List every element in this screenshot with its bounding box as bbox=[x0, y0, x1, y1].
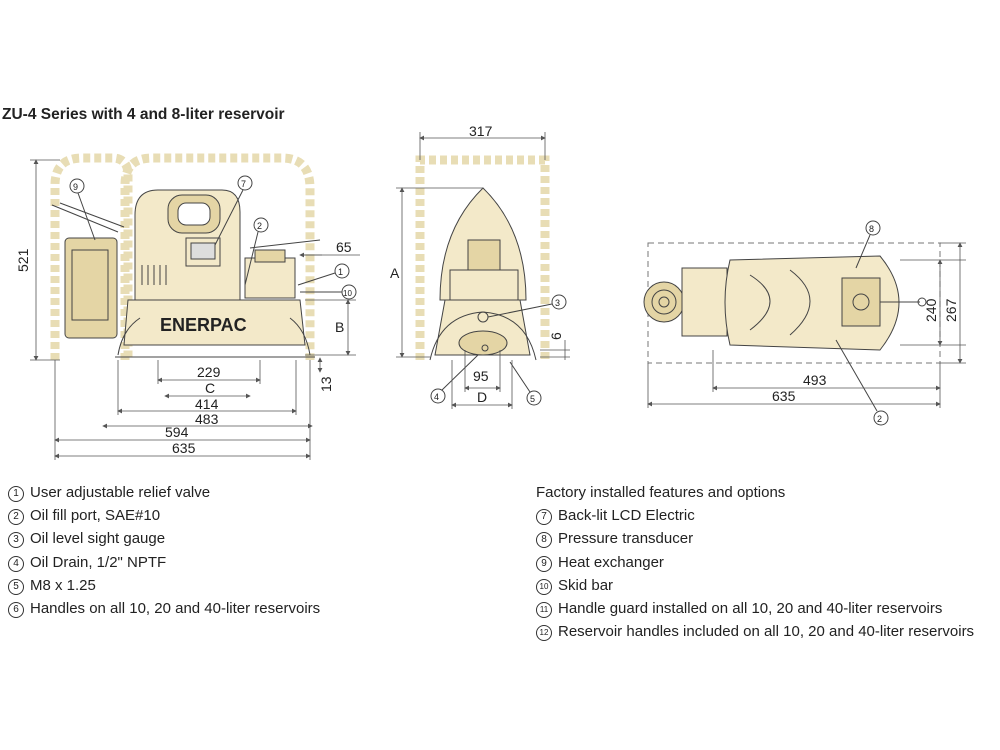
legend-number: 1 bbox=[8, 486, 24, 502]
valve-top bbox=[841, 277, 881, 327]
valve-front bbox=[449, 269, 519, 303]
motor-top bbox=[681, 267, 728, 337]
legend-text: Back-lit LCD Electric bbox=[558, 507, 695, 525]
svg-text:5: 5 bbox=[530, 394, 535, 404]
legend-text: Heat exchanger bbox=[558, 553, 664, 571]
svg-text:4: 4 bbox=[434, 392, 439, 402]
valve-block bbox=[244, 257, 296, 299]
legend-text: User adjustable relief valve bbox=[30, 484, 211, 501]
legend-item: 6 Handles on all 10, 20 and 40-liter rese… bbox=[8, 597, 320, 620]
legend-item: 2 Oil fill port, SAE#10 bbox=[8, 504, 320, 527]
dim-C: C bbox=[205, 380, 215, 396]
dim-635: 635 bbox=[172, 440, 196, 456]
legend-number: 11 bbox=[536, 602, 552, 619]
legend-standard-features: 1 User adjustable relief valve 2 Oil fill … bbox=[8, 481, 320, 620]
legend-item: 7 Back-lit LCD Electric bbox=[536, 504, 974, 527]
side-callouts: 9 7 2 1 10 bbox=[69, 175, 357, 300]
legend-factory-options: Factory installed features and options 7… bbox=[536, 481, 974, 643]
legend-number: 3 bbox=[8, 532, 24, 549]
legend-item: 4 Oil Drain, 1/2" NPTF bbox=[8, 551, 320, 574]
heat-exchanger bbox=[64, 237, 118, 339]
legend-heading: Factory installed features and options bbox=[536, 484, 786, 501]
pump-dimension-drawing: ENERPAC 9 7 2 1 10 521 65 B 1 bbox=[15, 123, 966, 460]
dim-483: 483 bbox=[195, 411, 219, 427]
legend-text: Oil level sight gauge bbox=[30, 530, 166, 548]
page-title: ZU-4 Series with 4 and 8-liter reservoir bbox=[2, 106, 285, 123]
svg-text:7: 7 bbox=[241, 179, 246, 189]
handle-outline-front bbox=[415, 155, 550, 360]
front-view: 3 4 5 317 A 6 95 D bbox=[390, 123, 570, 409]
legend-item: 8 Pressure transducer bbox=[536, 527, 974, 550]
heat-exchanger-top bbox=[643, 281, 685, 323]
dim-521: 521 bbox=[15, 248, 31, 272]
legend-number: 12 bbox=[536, 625, 552, 642]
dim-B: B bbox=[335, 319, 344, 335]
legend-item: 9 Heat exchanger bbox=[536, 551, 974, 574]
legend-text: Reservoir handles included on all 10, 20… bbox=[558, 623, 975, 641]
dim-493: 493 bbox=[803, 372, 827, 388]
legend-number: 4 bbox=[8, 555, 24, 572]
dim-6: 6 bbox=[548, 332, 564, 340]
dim-95: 95 bbox=[473, 368, 489, 384]
legend-number: 5 bbox=[8, 578, 24, 595]
legend-number: 7 bbox=[536, 509, 552, 526]
legend-text: Handles on all 10, 20 and 40-liter reser… bbox=[30, 600, 321, 618]
legend-item: 11 Handle guard installed on all 10, 20 a… bbox=[536, 597, 974, 620]
brand-logo: ENERPAC bbox=[160, 315, 247, 335]
reservoir-front bbox=[458, 330, 508, 356]
side-view: ENERPAC 9 7 2 1 10 521 65 B 1 bbox=[15, 153, 360, 460]
top-view: 8 2 240 267 493 635 bbox=[643, 220, 966, 426]
legend-text: Oil Drain, 1/2" NPTF bbox=[30, 553, 167, 571]
dim-635-top: 635 bbox=[772, 388, 796, 404]
dim-A: A bbox=[390, 265, 400, 281]
svg-text:3: 3 bbox=[555, 298, 560, 308]
legend-item: 12 Reservoir handles included on all 10, … bbox=[536, 620, 974, 643]
legend-text: Pressure transducer bbox=[558, 530, 694, 548]
legend-item: 3 Oil level sight gauge bbox=[8, 527, 320, 550]
legend-number: 6 bbox=[8, 602, 24, 619]
legend-text: M8 x 1.25 bbox=[30, 576, 96, 594]
dim-D: D bbox=[477, 389, 487, 405]
legend-item: 5 M8 x 1.25 bbox=[8, 574, 320, 597]
legend-text: Oil fill port, SAE#10 bbox=[30, 507, 161, 525]
legend-text: Handle guard installed on all 10, 20 and… bbox=[558, 600, 943, 618]
dim-240: 240 bbox=[923, 298, 939, 322]
svg-text:2: 2 bbox=[877, 414, 882, 424]
dim-13: 13 bbox=[318, 376, 334, 392]
dim-267: 267 bbox=[943, 298, 959, 322]
legend-number: 8 bbox=[536, 532, 552, 549]
legend-number: 9 bbox=[536, 555, 552, 572]
dim-317: 317 bbox=[469, 123, 493, 139]
svg-text:2: 2 bbox=[257, 221, 262, 231]
legend-number: 2 bbox=[8, 509, 24, 526]
reservoir bbox=[123, 299, 306, 346]
svg-text:10: 10 bbox=[343, 289, 352, 298]
legend-number: 10 bbox=[536, 578, 552, 595]
dim-229: 229 bbox=[197, 364, 221, 380]
dim-414: 414 bbox=[195, 396, 219, 412]
legend-text: Skid bar bbox=[558, 576, 614, 594]
legend-item: 10 Skid bar bbox=[536, 574, 974, 597]
legend-item: 1 User adjustable relief valve bbox=[8, 481, 320, 504]
svg-text:8: 8 bbox=[869, 224, 874, 234]
dim-65: 65 bbox=[336, 239, 352, 255]
svg-text:9: 9 bbox=[73, 182, 78, 192]
svg-text:1: 1 bbox=[338, 267, 343, 277]
dim-594: 594 bbox=[165, 424, 189, 440]
